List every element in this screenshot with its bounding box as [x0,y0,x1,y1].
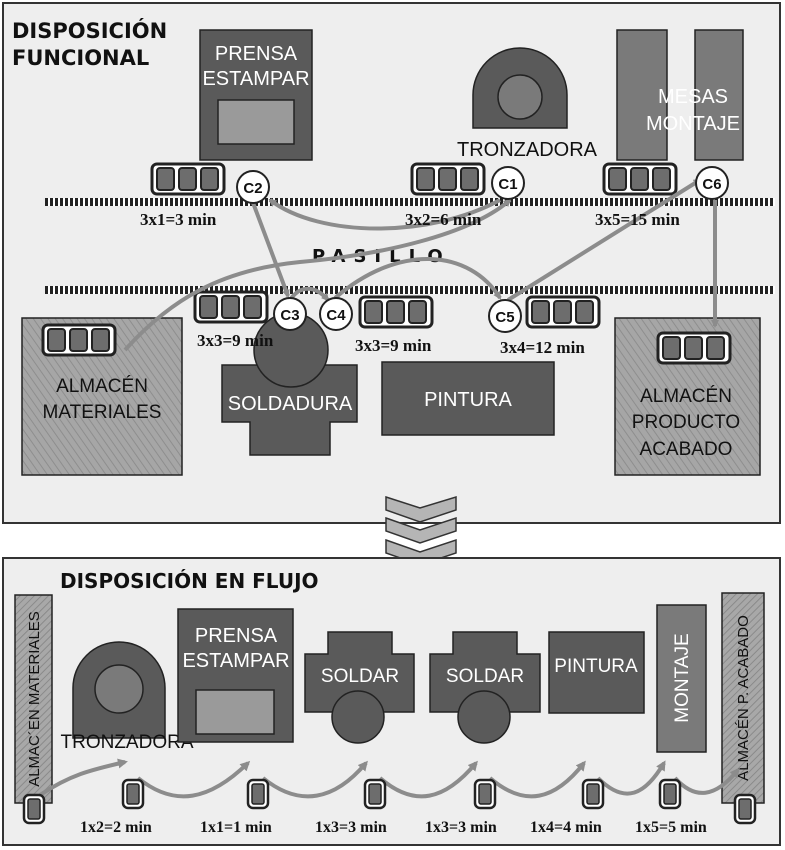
flow-press-to-welder1 [261,760,368,799]
flow-welder-1: SOLDAR [304,631,415,744]
flow-c1-to-c2 [268,198,501,231]
welding-machine: SOLDADURA [221,312,358,456]
bin-group-c5 [525,295,601,329]
flow-paint-label: PINTURA [554,656,638,677]
flow-welder-2: SOLDAR [429,631,541,744]
svg-text:C1: C1 [498,176,517,193]
station-c2: C2 [236,170,270,204]
bin-group-raw [41,323,117,357]
flow-c4-to-c5 [333,256,502,300]
flow-c2-to-c3 [250,199,290,298]
flow-to-saw [38,758,128,797]
time-c2: 3x1=3 min [140,210,217,229]
bin-group-c1 [410,162,486,196]
press-label-1: PRENSA [215,43,298,65]
station-c5: C5 [488,299,522,333]
flow-time-3: 1x3=3 min [315,819,387,836]
time-c6: 3x5=15 min [595,210,680,229]
flow-paint: PINTURA [548,631,645,714]
flow-raw-store-label: ALMAC´EN MATERIALES [26,611,43,787]
time-c3: 3x3=9 min [197,331,274,350]
press-machine: PRENSA ESTAMPAR [199,29,313,161]
saw-label: TRONZADORA [457,139,598,161]
flow-saw-to-press [136,760,251,799]
flow-raw-to-c1 [123,198,512,352]
flow-saw-label: TRONZADORA [61,732,194,753]
flow-raw-material-store: ALMAC´EN MATERIALES [14,594,53,804]
flow-time-4: 1x3=3 min [425,819,497,836]
svg-text:C6: C6 [702,176,721,193]
bin-assembly [658,778,682,810]
time-c1: 3x2=6 min [405,210,482,229]
tables-label-1: MESAS [658,86,728,108]
flow-welder-1-label: SOLDAR [321,666,399,687]
bin-group-c4 [358,295,434,329]
flow-welder2-to-paint [488,760,586,799]
flow-assembly-label: MONTAJE [672,633,693,722]
flow-press: PRENSA ESTAMPAR [177,608,294,743]
flow-finished-store: ALMACÉN P. ACABADO [721,592,765,804]
functional-flow [123,178,719,352]
station-c4: C4 [319,297,353,331]
assembly-tables: MESAS MONTAJE [616,29,744,161]
raw-store-label-1: ALMACÉN [56,376,148,397]
flow-title: DISPOSICIÓN EN FLUJO [60,569,319,593]
functional-title-1: DISPOSICIÓN [12,18,167,43]
flow-c3-to-c4 [288,286,330,302]
bin-group-finished [656,331,732,365]
finished-store-label-2: PRODUCTO [632,412,740,433]
flow-paint-to-assembly [596,760,666,796]
flow-press-label-1: PRENSA [195,625,278,647]
bin-welder-1 [363,778,387,810]
flow-time-5: 1x4=4 min [530,819,602,836]
flow-time-6: 1x5=5 min [635,819,707,836]
functional-title-2: FUNCIONAL [12,46,149,70]
flow-c5-to-c6 [506,178,702,302]
bin-group-c2 [150,162,226,196]
station-c1: C1 [491,166,525,200]
svg-text:C4: C4 [326,307,346,324]
bin-finished [733,793,757,825]
flow-welder1-to-welder2 [378,760,478,799]
flow-time-2: 1x1=1 min [200,819,272,836]
bin-group-c6 [602,162,678,196]
flow-finished-store-label: ALMACÉN P. ACABADO [735,615,752,781]
aisle-rail-bottom [45,286,775,294]
station-c3: C3 [273,297,307,331]
press-label-2: ESTAMPAR [202,68,309,90]
bin-saw [121,778,145,810]
raw-store-label-2: MATERIALES [43,402,162,423]
welding-label: SOLDADURA [228,393,353,415]
flow-cutoff-saw: TRONZADORA [61,641,194,753]
flow-assembly: MONTAJE [656,604,707,753]
bin-raw [22,793,46,825]
finished-store-label-3: ACABADO [640,439,733,460]
cutoff-saw-machine: TRONZADORA [457,47,598,161]
flow-press-label-2: ESTAMPAR [182,650,289,672]
svg-text:C2: C2 [243,180,262,197]
bin-group-c3 [193,290,269,324]
svg-text:C5: C5 [495,309,514,326]
bin-welder-2 [473,778,497,810]
finished-store-label-1: ALMACÉN [640,386,732,407]
tables-label-2: MONTAJE [646,113,740,135]
bin-paint [581,778,605,810]
paint-station: PINTURA [381,361,555,436]
time-c5: 3x4=12 min [500,338,585,357]
bin-press [246,778,270,810]
time-c4: 3x3=9 min [355,336,432,355]
flow-time-1: 1x2=2 min [80,819,152,836]
svg-text:C3: C3 [280,307,299,324]
flow-welder-2-label: SOLDAR [446,666,524,687]
paint-label: PINTURA [424,389,512,411]
station-c6: C6 [695,166,729,200]
transition-chevrons [385,495,457,566]
aisle-rail-top [45,198,775,206]
